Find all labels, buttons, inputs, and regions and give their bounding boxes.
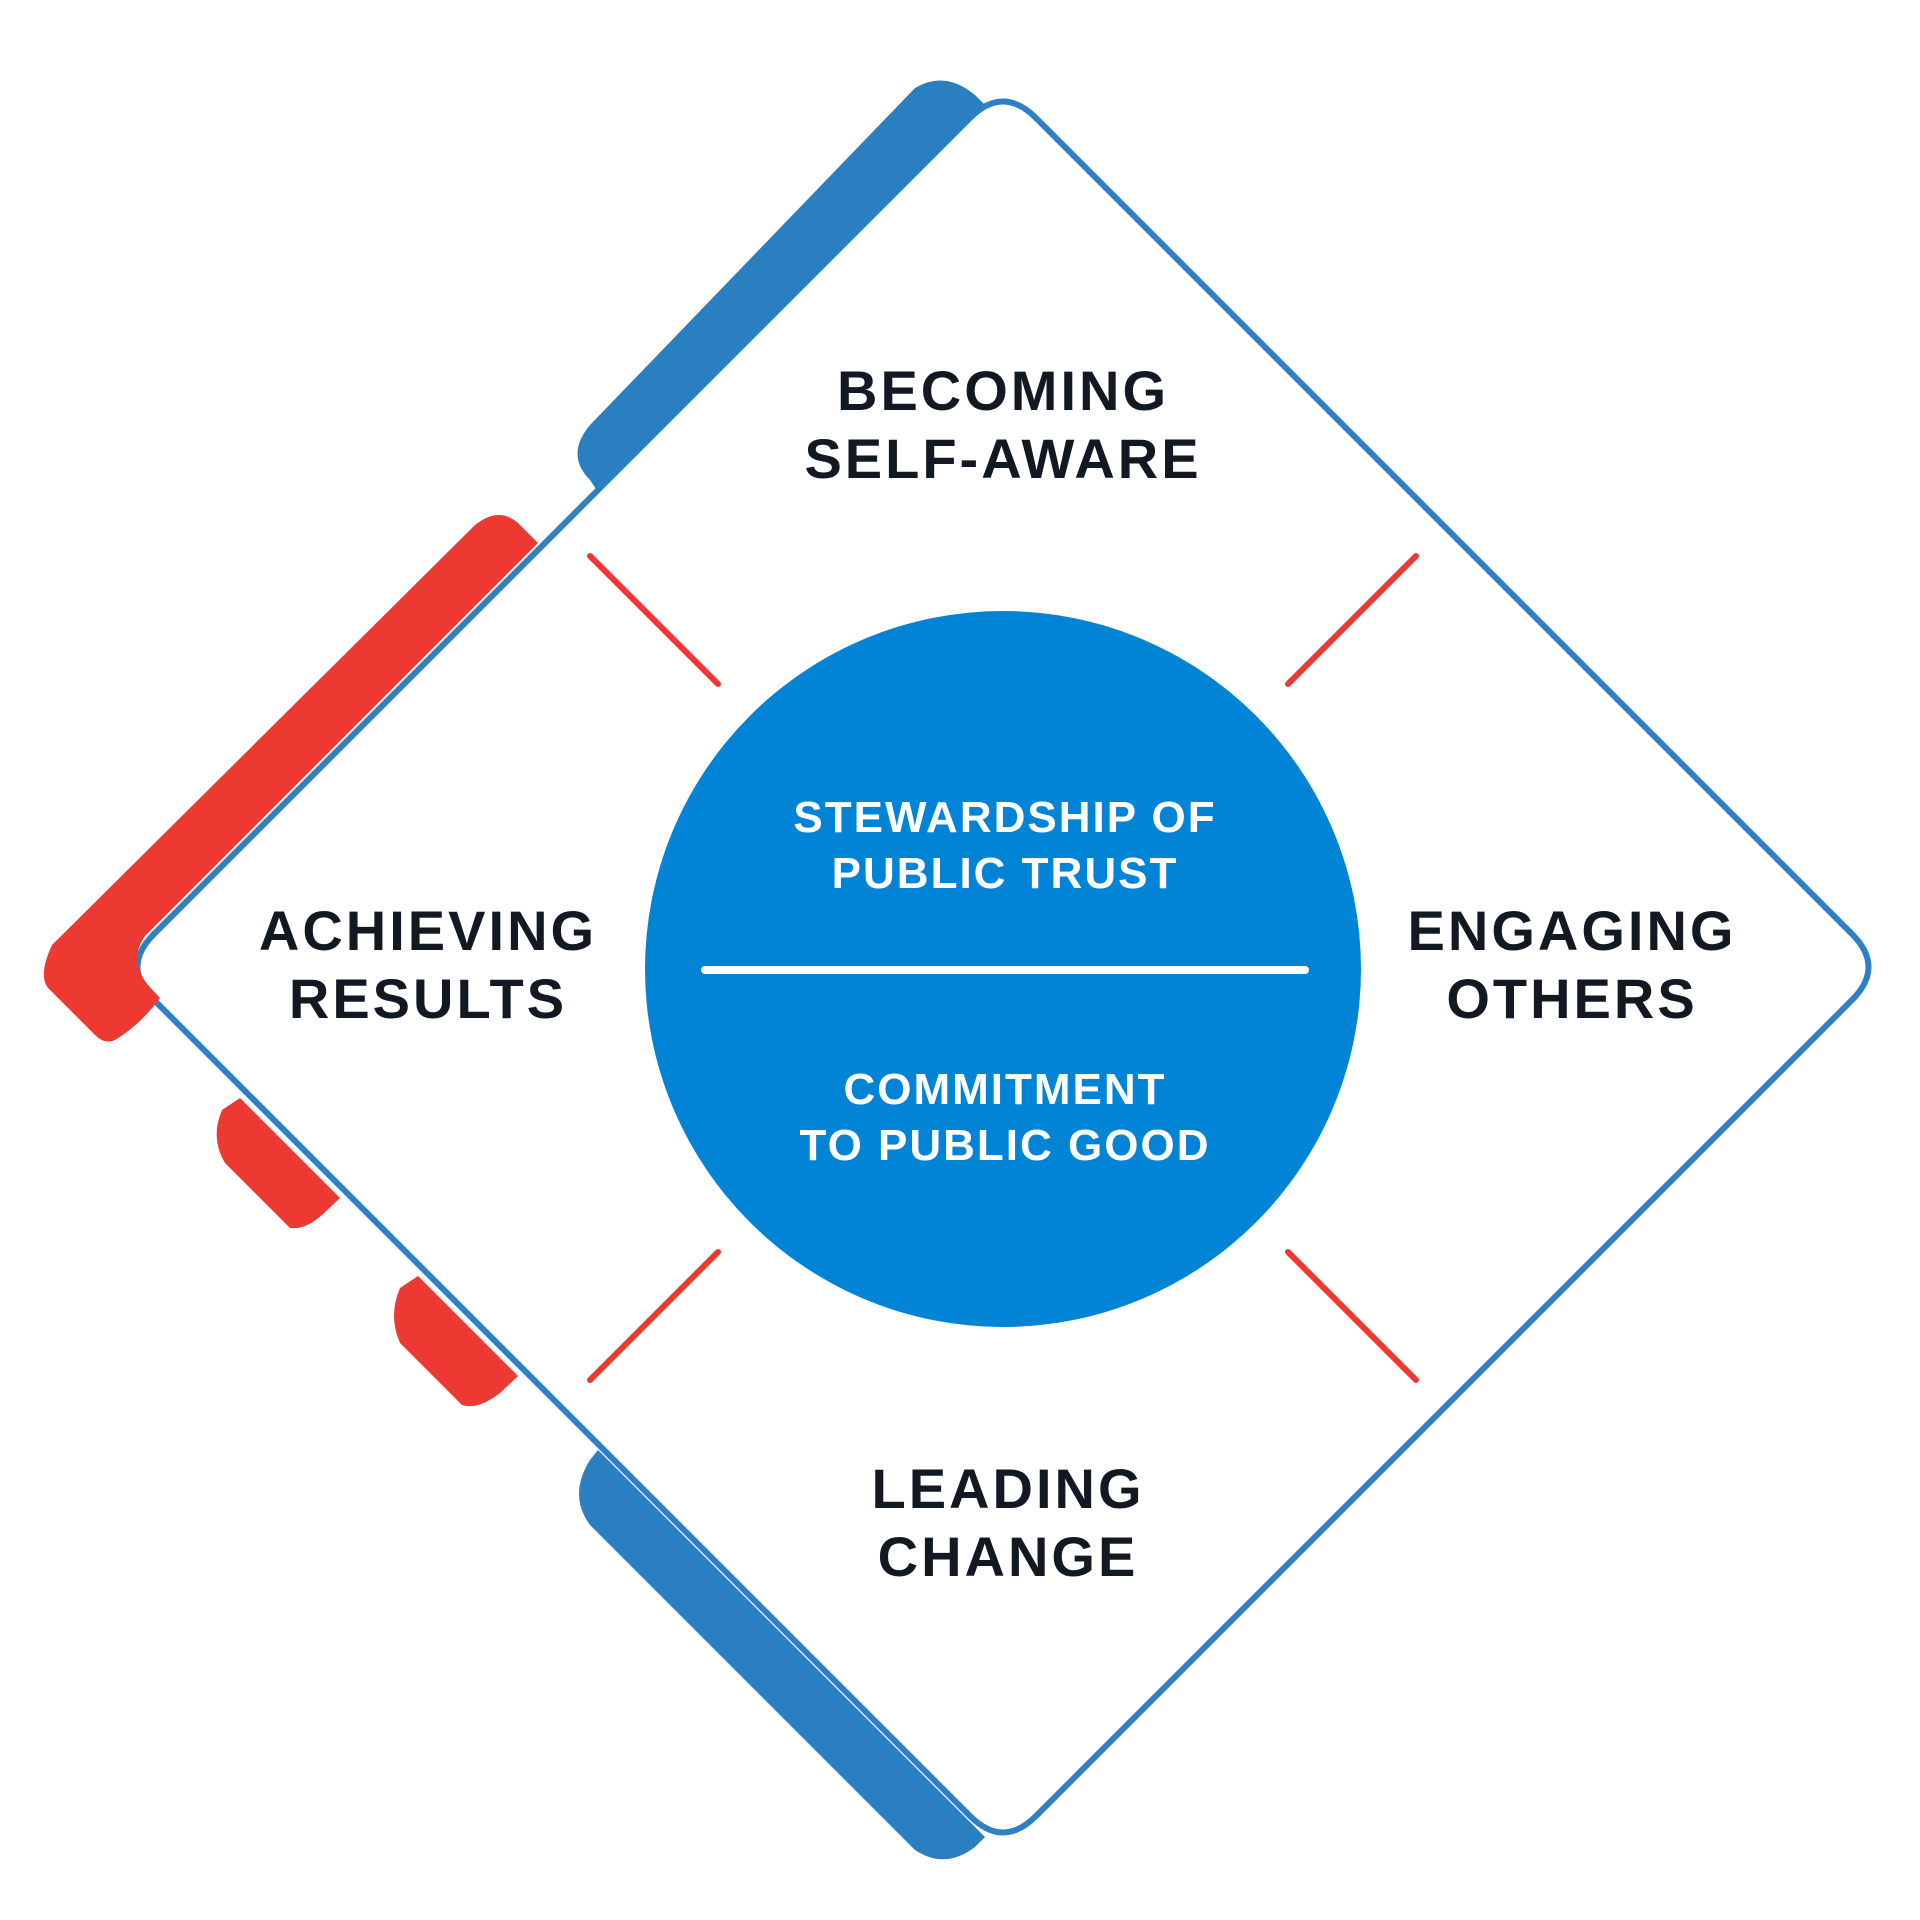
tick-bottom-left: [587, 1249, 721, 1383]
quadrant-bottom-line-1: LEADING: [872, 1457, 1145, 1520]
quadrant-top-line-1: BECOMING: [837, 359, 1169, 422]
center-upper-line-1: STEWARDSHIP OF: [793, 793, 1216, 842]
blue-band-bottom-left: [579, 1450, 985, 1860]
quadrant-right-line-2: OTHERS: [1446, 967, 1697, 1030]
red-band-left-tab-2: [394, 1276, 518, 1407]
quadrant-left-line-2: RESULTS: [289, 967, 567, 1030]
quadrant-left-line-1: ACHIEVING: [259, 899, 597, 962]
center-upper-line-2: PUBLIC TRUST: [832, 849, 1179, 898]
blue-band-top-left: [577, 80, 985, 492]
quadrant-bottom-line-2: CHANGE: [878, 1525, 1139, 1588]
red-band-left-main: [43, 515, 538, 1042]
center-lower-line-1: COMMITMENT: [843, 1065, 1166, 1114]
center-lower-line-2: TO PUBLIC GOOD: [800, 1121, 1211, 1170]
quadrant-top-line-2: SELF-AWARE: [804, 427, 1201, 490]
tick-top-right: [1285, 553, 1419, 687]
tick-bottom-right: [1285, 1249, 1419, 1383]
tick-top-left: [587, 553, 721, 687]
quadrant-right-line-1: ENGAGING: [1408, 899, 1737, 962]
red-band-left-tab-1: [216, 1098, 340, 1229]
